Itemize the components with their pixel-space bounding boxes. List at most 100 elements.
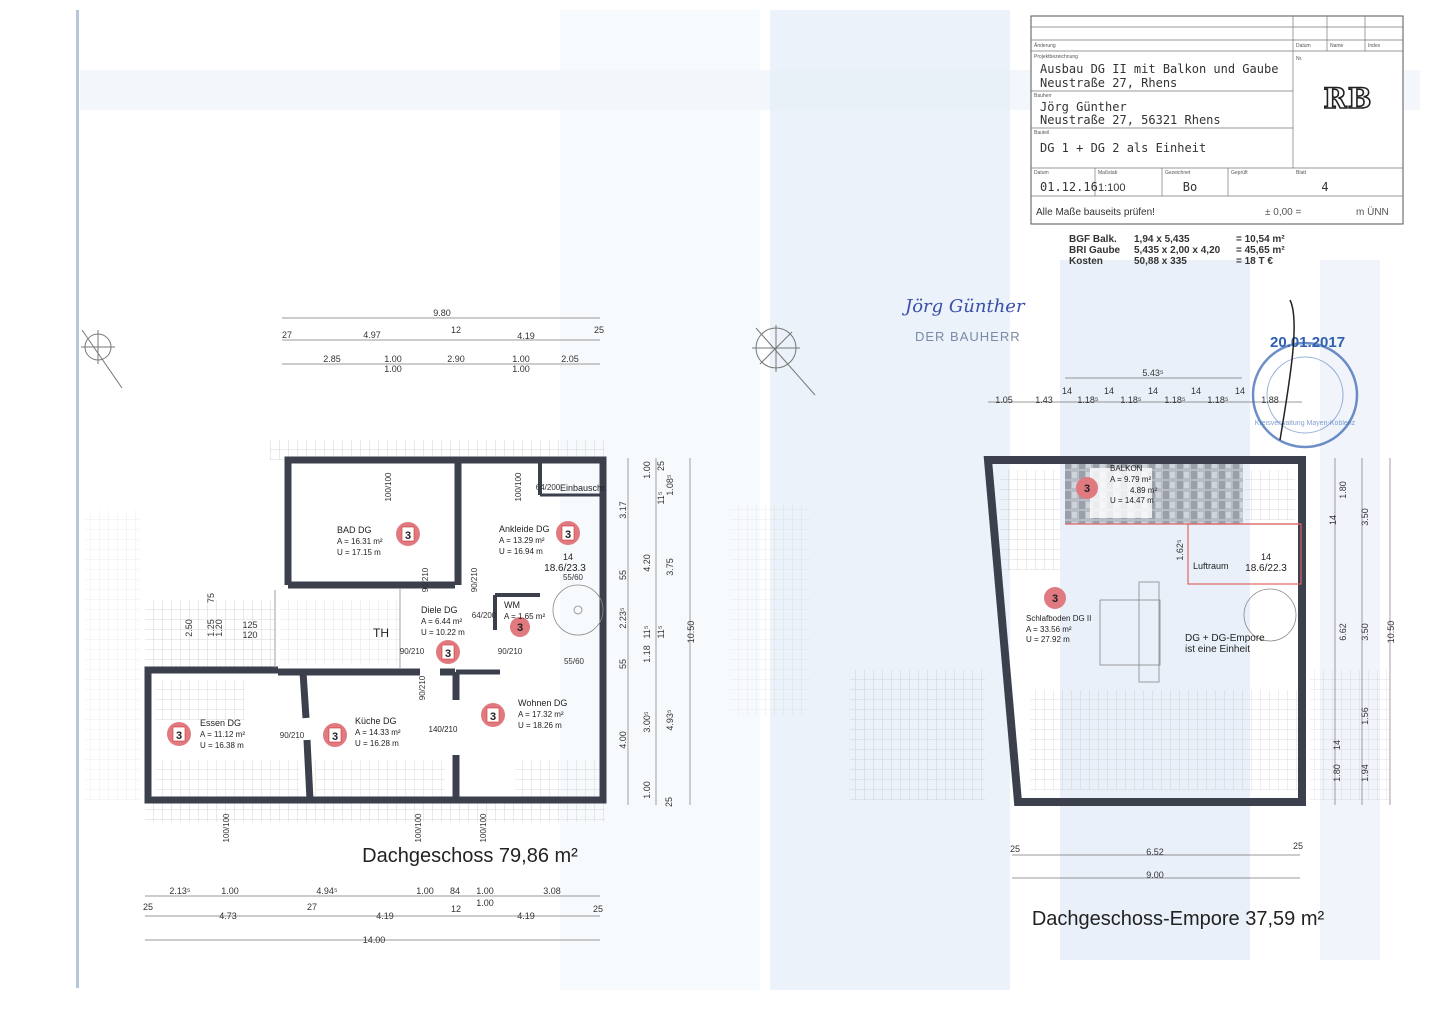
svg-text:4.97: 4.97 bbox=[363, 330, 381, 340]
svg-text:12: 12 bbox=[451, 325, 461, 335]
svg-text:3: 3 bbox=[565, 529, 571, 541]
door-dim: 64/200 bbox=[472, 611, 497, 620]
svg-text:1.56: 1.56 bbox=[1360, 707, 1370, 725]
door-dim: 90/210 bbox=[421, 567, 430, 592]
svg-text:25: 25 bbox=[594, 325, 604, 335]
svg-text:25: 25 bbox=[1010, 844, 1020, 854]
svg-text:75: 75 bbox=[206, 593, 216, 603]
svg-text:1,94 x 5,435: 1,94 x 5,435 bbox=[1134, 234, 1190, 245]
svg-text:= 18 T €: = 18 T € bbox=[1236, 256, 1273, 267]
svg-text:1.80: 1.80 bbox=[1332, 764, 1342, 782]
svg-text:3: 3 bbox=[176, 730, 182, 742]
outer-wall bbox=[983, 456, 1306, 806]
svg-text:25: 25 bbox=[664, 797, 674, 807]
svg-text:14: 14 bbox=[1261, 552, 1271, 562]
svg-text:3: 3 bbox=[405, 530, 411, 542]
svg-text:± 0,00 =: ± 0,00 = bbox=[1265, 207, 1302, 218]
svg-text:U = 16.28 m: U = 16.28 m bbox=[355, 739, 399, 748]
svg-text:3: 3 bbox=[332, 731, 338, 743]
svg-text:3.00⁵: 3.00⁵ bbox=[642, 711, 652, 733]
th-label: TH bbox=[373, 626, 389, 640]
svg-text:Projektbezeichnung: Projektbezeichnung bbox=[1034, 54, 1078, 60]
svg-text:1.00: 1.00 bbox=[416, 886, 434, 896]
svg-text:14: 14 bbox=[1104, 386, 1114, 396]
svg-text:A = 13.29 m²: A = 13.29 m² bbox=[499, 536, 545, 545]
svg-text:Neustraße 27, Rhens: Neustraße 27, Rhens bbox=[1040, 76, 1177, 90]
svg-text:2.13⁵: 2.13⁵ bbox=[169, 886, 191, 896]
svg-text:1.00: 1.00 bbox=[221, 886, 239, 896]
svg-text:14: 14 bbox=[1328, 515, 1338, 525]
room-badge: 3 bbox=[510, 617, 530, 637]
svg-text:14: 14 bbox=[1235, 386, 1245, 396]
room-name: WM bbox=[504, 600, 520, 610]
project-name: Ausbau DG II mit Balkon und Gaube bbox=[1040, 62, 1278, 76]
svg-text:1.25: 1.25 bbox=[206, 619, 216, 637]
einbauschrank-label: Einbauschr. bbox=[560, 483, 607, 493]
svg-text:Bo: Bo bbox=[1183, 180, 1197, 194]
svg-text:25: 25 bbox=[656, 461, 666, 471]
svg-text:ist eine Einheit: ist eine Einheit bbox=[1185, 644, 1250, 655]
svg-text:18.6/23.3: 18.6/23.3 bbox=[544, 563, 586, 574]
svg-text:Bauherr: Bauherr bbox=[1034, 93, 1052, 99]
roof-hatch bbox=[145, 600, 275, 668]
svg-text:3: 3 bbox=[1084, 483, 1090, 495]
door-dim: 90/210 bbox=[280, 731, 305, 740]
svg-text:Bauteil: Bauteil bbox=[1034, 130, 1049, 136]
svg-text:4.20: 4.20 bbox=[642, 554, 652, 572]
svg-text:14: 14 bbox=[1148, 386, 1158, 396]
room-badge: 3 bbox=[481, 703, 505, 727]
svg-text:6.62: 6.62 bbox=[1338, 623, 1348, 641]
svg-text:1.18: 1.18 bbox=[642, 645, 652, 663]
window-dim: 100/100 bbox=[414, 813, 423, 842]
outer-wall bbox=[144, 456, 607, 804]
spiral-stair bbox=[552, 584, 604, 636]
svg-text:6.52: 6.52 bbox=[1146, 847, 1164, 857]
svg-text:3.50: 3.50 bbox=[1360, 623, 1370, 641]
svg-text:10.50: 10.50 bbox=[1386, 621, 1396, 644]
room-badge: 3 bbox=[436, 640, 460, 664]
svg-text:Kosten: Kosten bbox=[1069, 256, 1103, 267]
svg-text:4.93⁵: 4.93⁵ bbox=[665, 709, 675, 731]
svg-text:1.18⁵: 1.18⁵ bbox=[1120, 395, 1142, 405]
svg-text:1:100: 1:100 bbox=[1098, 182, 1126, 194]
roof-hatch bbox=[315, 760, 445, 798]
room-name: Schlafboden DG II bbox=[1026, 614, 1091, 623]
svg-text:18.6/22.3: 18.6/22.3 bbox=[1245, 563, 1287, 574]
svg-text:11⁵: 11⁵ bbox=[642, 625, 652, 638]
svg-text:DG 1 + DG 2 als Einheit: DG 1 + DG 2 als Einheit bbox=[1040, 141, 1206, 155]
svg-text:25: 25 bbox=[593, 904, 603, 914]
door-dim: 90/210 bbox=[498, 647, 523, 656]
window-dim: 55/60 bbox=[564, 657, 585, 666]
scan-artifacts bbox=[76, 10, 1420, 990]
svg-text:Nr.: Nr. bbox=[1296, 56, 1302, 62]
svg-text:14.00: 14.00 bbox=[363, 935, 386, 945]
room-name: Essen DG bbox=[200, 718, 241, 728]
svg-text:1.18⁵: 1.18⁵ bbox=[1164, 395, 1186, 405]
svg-text:2.85: 2.85 bbox=[323, 354, 341, 364]
room-name: Ankleide DG bbox=[499, 524, 550, 534]
svg-text:Name: Name bbox=[1330, 43, 1344, 49]
svg-text:Änderung: Änderung bbox=[1034, 42, 1056, 49]
dimension-top: 5.43⁵ 1.05 1.43 14 1.18⁵ 14 1.18⁵ 14 1.1… bbox=[988, 368, 1302, 405]
svg-text:14: 14 bbox=[1062, 386, 1072, 396]
svg-text:U = 10.22 m: U = 10.22 m bbox=[421, 628, 465, 637]
svg-text:1.18⁵: 1.18⁵ bbox=[1207, 395, 1229, 405]
roof-hatch bbox=[155, 760, 300, 798]
official-stamp: 20.01.2017 Kreisverwaltung Mayen-Koblenz bbox=[1251, 299, 1359, 449]
svg-text:U = 16.94 m: U = 16.94 m bbox=[499, 547, 543, 556]
svg-text:= 45,65 m²: = 45,65 m² bbox=[1236, 245, 1285, 256]
svg-text:Blatt: Blatt bbox=[1296, 170, 1307, 176]
svg-text:U = 16.38 m: U = 16.38 m bbox=[200, 741, 244, 750]
svg-text:9.00: 9.00 bbox=[1146, 870, 1164, 880]
door-dim: 90/210 bbox=[418, 675, 427, 700]
room-badge: 3 bbox=[1044, 587, 1066, 609]
svg-text:5,435 x 2,00 x 4,20: 5,435 x 2,00 x 4,20 bbox=[1134, 245, 1221, 256]
svg-text:1.00: 1.00 bbox=[384, 364, 402, 374]
svg-text:Datum: Datum bbox=[1296, 43, 1311, 49]
svg-text:m ÜNN: m ÜNN bbox=[1356, 206, 1389, 218]
roof-hatch bbox=[270, 440, 605, 460]
plan-dachgeschoss: 3 3 3 3 3 3 3 BAD DG A = 16.31 m² U = 17… bbox=[81, 308, 696, 945]
bed bbox=[1099, 599, 1161, 666]
svg-text:11⁵: 11⁵ bbox=[656, 491, 666, 504]
